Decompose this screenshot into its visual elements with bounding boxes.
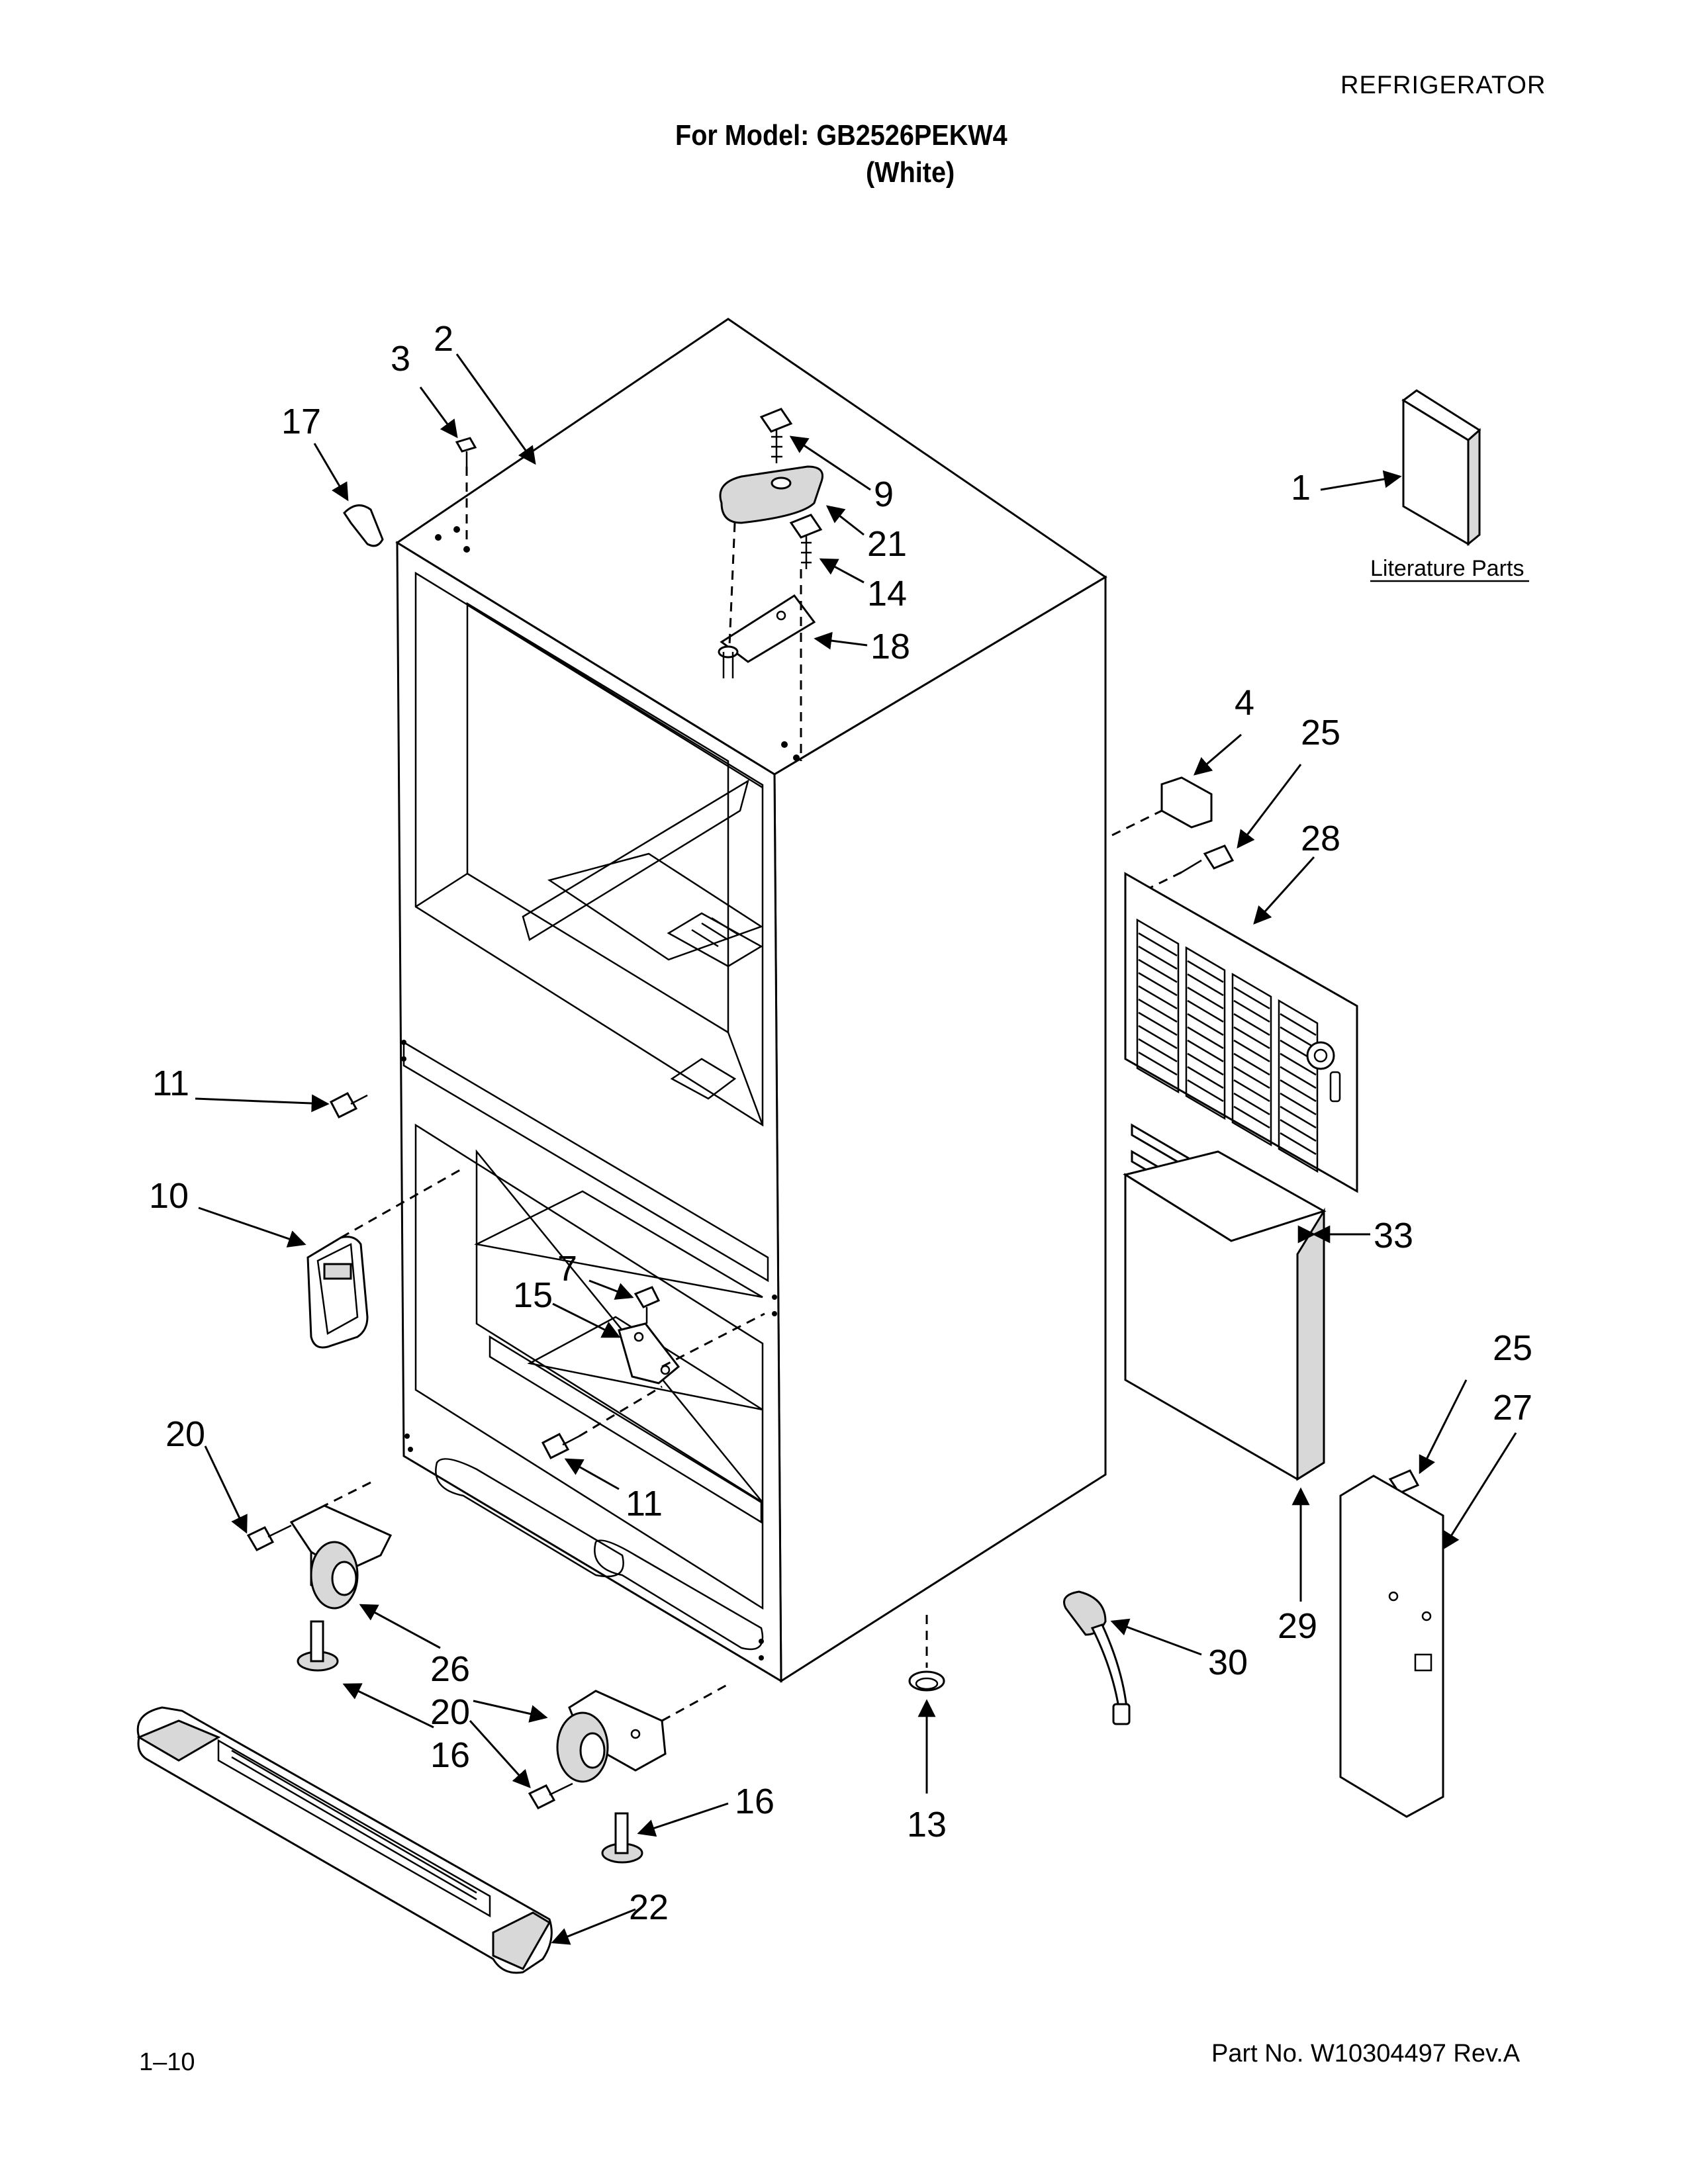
screw-7 — [633, 1286, 661, 1324]
callout-1: 1 — [1291, 468, 1311, 508]
page-category: REFRIGERATOR — [1340, 71, 1546, 99]
leveler-16-left — [297, 1620, 339, 1672]
page-number: 1–10 — [139, 2048, 195, 2076]
callout-11-upper: 11 — [152, 1064, 189, 1103]
hinge-cover-21 — [719, 465, 823, 524]
callout-33: 33 — [1374, 1216, 1413, 1255]
part-number: Part No. W10304497 Rev.A — [1211, 2040, 1521, 2068]
screw-20-left — [246, 1524, 292, 1551]
hinge-screw-9 — [759, 408, 793, 463]
model-variant: (White) — [866, 156, 955, 189]
refrigerator-cabinet — [395, 318, 1107, 1683]
base-grille-22 — [136, 1706, 553, 1974]
screw-25-upper — [1181, 844, 1235, 874]
roller-bracket-right — [556, 1690, 667, 1783]
callout-numbers: 2 3 17 1 9 21 14 18 4 25 28 11 10 7 15 1… — [149, 319, 1532, 1927]
callout-27: 27 — [1493, 1388, 1532, 1428]
callout-18: 18 — [870, 627, 910, 666]
callout-13: 13 — [907, 1805, 947, 1844]
tube-17 — [343, 504, 384, 547]
callout-20-right: 20 — [430, 1692, 470, 1732]
top-screw-3 — [455, 437, 477, 543]
callout-22: 22 — [629, 1888, 669, 1927]
callout-15: 15 — [513, 1275, 553, 1315]
callout-17: 17 — [281, 402, 321, 441]
callout-3: 3 — [391, 339, 410, 379]
plug-13 — [908, 1670, 945, 1692]
callout-26: 26 — [430, 1649, 470, 1689]
top-hinge-assembly — [718, 408, 823, 761]
callout-16-right: 16 — [735, 1782, 774, 1821]
callout-25-lower: 25 — [1493, 1328, 1532, 1368]
screw-11-upper — [329, 1092, 368, 1119]
label-4 — [1160, 776, 1213, 829]
literature-booklet — [1401, 389, 1481, 547]
screw-11-lower — [541, 1433, 580, 1460]
insulation-29 — [1123, 1150, 1327, 1481]
roller-bracket-left — [289, 1504, 393, 1610]
literature-parts-label: Literature Parts — [1370, 556, 1524, 581]
callout-2: 2 — [434, 319, 453, 359]
back-panel-28 — [1124, 872, 1358, 1193]
callout-30: 30 — [1208, 1643, 1248, 1682]
cover-27 — [1339, 1475, 1444, 1818]
callout-4: 4 — [1235, 683, 1254, 723]
callout-7: 7 — [557, 1249, 577, 1289]
power-cord-30 — [1063, 1590, 1131, 1725]
screw-20-right — [528, 1782, 573, 1809]
callout-14: 14 — [867, 574, 907, 614]
leveler-16-right — [601, 1812, 643, 1864]
model-title: For Model: GB2526PEKW4 — [675, 119, 1008, 152]
leader-lines — [195, 353, 1517, 1945]
callout-20-left: 20 — [165, 1414, 205, 1454]
callout-9: 9 — [874, 475, 894, 514]
callout-25-upper: 25 — [1301, 713, 1340, 752]
callout-29: 29 — [1278, 1606, 1317, 1646]
callout-11-lower: 11 — [626, 1484, 663, 1524]
hinge-screw-14 — [789, 514, 823, 569]
callout-10: 10 — [149, 1176, 189, 1216]
callout-16-left: 16 — [430, 1735, 470, 1775]
hinge-18 — [718, 594, 816, 678]
control-module-10 — [306, 1236, 369, 1349]
callout-21: 21 — [867, 524, 907, 564]
bracket-15 — [618, 1322, 680, 1385]
callout-28: 28 — [1301, 819, 1340, 858]
